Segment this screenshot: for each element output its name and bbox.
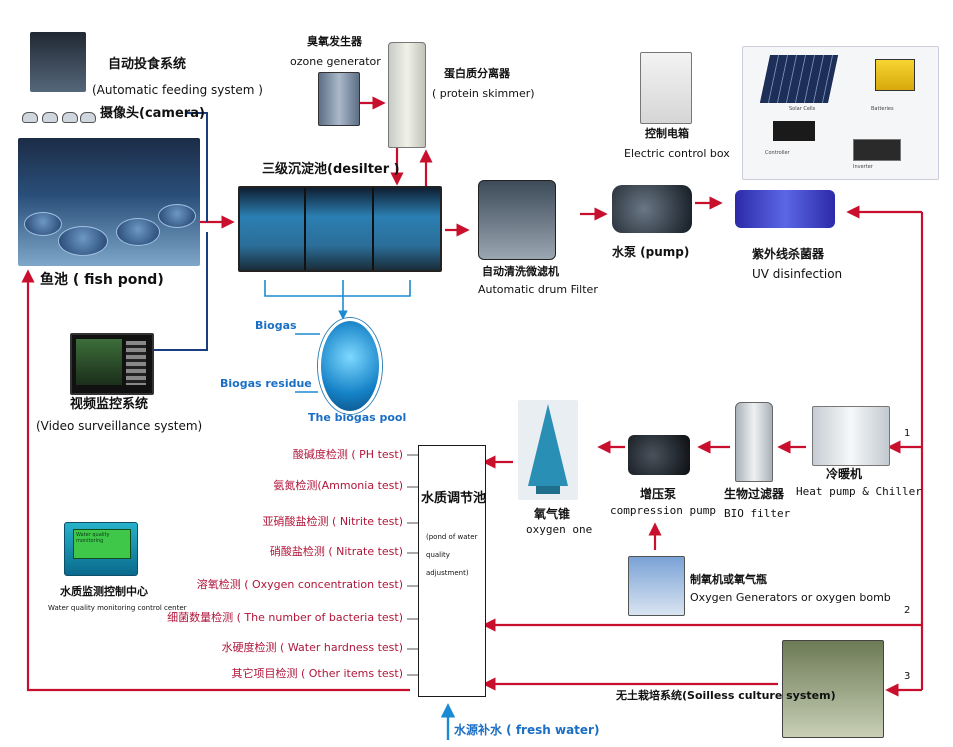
skimmer-label-zh: 蛋白质分离器 <box>444 67 510 80</box>
controller-label: Controller <box>765 150 790 156</box>
branch-2-label: 2 <box>904 605 911 616</box>
pump-label: 水泵 (pump) <box>612 245 690 259</box>
control-label-en: Electric control box <box>624 147 730 160</box>
ozone-label-zh: 臭氧发生器 <box>307 35 362 48</box>
compression-pump-image <box>628 435 690 475</box>
skimmer-label-en: ( protein skimmer) <box>432 87 535 100</box>
biogas-pool-label: The biogas pool <box>308 411 407 424</box>
test-bacteria-label: 细菌数量检测 ( The number of bacteria test) <box>167 611 403 624</box>
wq-monitor-image: Water quality monitoring <box>64 522 138 576</box>
batteries-label: Batteries <box>871 106 894 112</box>
test-nitrite-label: 亚硝酸盐检测 ( Nitrite test) <box>262 515 403 528</box>
boost-label-zh: 增压泵 <box>640 487 677 501</box>
feeding-label-zh: 自动投食系统 <box>108 57 187 72</box>
ozone-label-en: ozone generator <box>290 55 381 68</box>
drum-label-en: Automatic drum Filter <box>478 283 598 296</box>
oxygen-generator-image <box>628 556 685 616</box>
video-line <box>150 232 208 351</box>
biogas-residue-label: Biogas residue <box>220 377 312 390</box>
biogas-pool-image <box>318 318 382 414</box>
adjustment-tank-box <box>418 445 486 697</box>
test-hardness-label: 水硬度检测 ( Water hardness test) <box>221 641 403 654</box>
adjust-label-zh: 水质调节池 <box>421 491 487 506</box>
test-oxygen-label: 溶氧检测 ( Oxygen concentration test) <box>196 578 403 591</box>
pump-image <box>612 185 692 233</box>
video-label-en: (Video surveillance system) <box>36 419 203 433</box>
wqm-label-en: Water quality monitoring control center <box>48 604 187 612</box>
oxcone-label-zh: 氧气锥 <box>534 507 571 521</box>
fish-pond-image <box>18 138 200 266</box>
video-label-zh: 视频监控系统 <box>70 397 149 412</box>
uv-label-zh: 紫外线杀菌器 <box>752 247 825 261</box>
wqm-label-zh: 水质监测控制中心 <box>60 585 148 598</box>
branch-1-label: 1 <box>904 428 911 439</box>
return-to-fishpond <box>21 269 410 692</box>
test-other-label: 其它项目检测 ( Other items test) <box>231 667 403 680</box>
test-ammonia-label: 氨氮检测(Ammonia test) <box>273 479 403 492</box>
camera-icon <box>80 112 96 123</box>
test-nitrate-label: 硝酸盐检测 ( Nitrate test) <box>269 545 403 558</box>
soilless-culture-image <box>782 640 884 738</box>
biofilter-label-zh: 生物过滤器 <box>724 487 785 501</box>
freshwater-label: 水源补水 ( fresh water) <box>454 723 600 737</box>
heat-label-en: Heat pump & Chiller <box>796 485 922 498</box>
uv-sterilizer-image <box>735 190 835 228</box>
test-ph-label: 酸碱度检测 ( PH test) <box>292 448 403 461</box>
feeding-label-en: (Automatic feeding system ) <box>92 83 263 97</box>
boost-label-en: compression pump <box>610 504 716 517</box>
oxgen-label-zh: 制氧机或氧气瓶 <box>690 573 767 586</box>
camera-line <box>185 112 208 222</box>
soilless-label: 无土栽培系统(Soilless culture system) <box>616 689 836 702</box>
camera-icon <box>22 112 38 123</box>
desilter-image <box>238 186 442 272</box>
drum-filter-image <box>478 180 556 260</box>
control-box-image <box>640 52 692 124</box>
desilter-label: 三级沉淀池(desilter ) <box>262 162 400 177</box>
oxygen-cone-image <box>518 400 578 500</box>
ozone-generator-image <box>318 72 360 126</box>
solar-system-image: Solar Cells Batteries Controller Inverte… <box>742 46 939 180</box>
inverter-label: Inverter <box>853 164 873 170</box>
bio-filter-image <box>735 402 773 482</box>
camera-label: 摄像头(camera) <box>100 106 205 121</box>
solar-cells-label: Solar Cells <box>789 106 816 112</box>
oxgen-label-en: Oxygen Generators or oxygen bomb <box>690 591 891 604</box>
branch-3-label: 3 <box>904 671 911 682</box>
heat-pump-image <box>812 406 890 466</box>
biogas-label: Biogas <box>255 319 297 332</box>
wq-monitor-screen-text: Water quality monitoring <box>76 532 110 544</box>
uv-label-en: UV disinfection <box>752 267 843 281</box>
oxcone-label-en: oxygen one <box>526 523 593 536</box>
camera-icon <box>62 112 78 123</box>
biofilter-label-en: BIO filter <box>724 507 791 520</box>
video-monitor-image <box>70 333 154 395</box>
fish-pond-label: 鱼池 ( fish pond) <box>40 272 164 288</box>
camera-icon <box>42 112 58 123</box>
control-label-zh: 控制电箱 <box>645 127 689 140</box>
protein-skimmer-image <box>388 42 426 148</box>
heat-label-zh: 冷暖机 <box>826 467 863 481</box>
drum-label-zh: 自动清洗微滤机 <box>482 265 559 278</box>
desilter-drain-line <box>264 280 411 297</box>
adjust-label-en: (pond of water quality adjustment) <box>426 533 478 577</box>
feeding-system-image <box>30 32 86 92</box>
